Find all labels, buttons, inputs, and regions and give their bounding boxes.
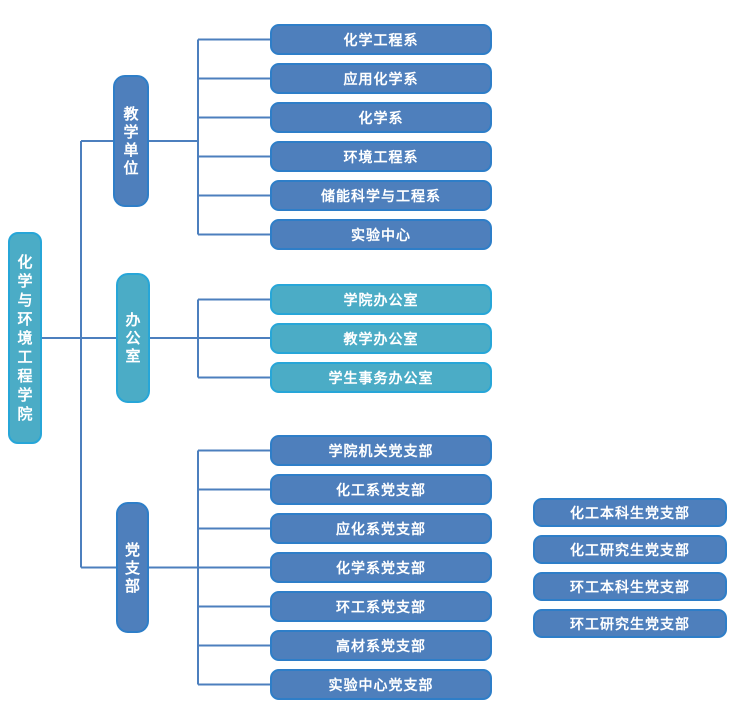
org-node-office: 学院办公室	[270, 284, 492, 315]
org-node-label: 实验中心	[351, 227, 411, 244]
org-node-office: 学生事务办公室	[270, 362, 492, 393]
org-node-office: 教学办公室	[270, 323, 492, 354]
org-node-label: 环境工程系	[343, 149, 419, 166]
org-node-branch-party: 党支部	[116, 502, 149, 633]
org-node-label: 化学系党支部	[336, 560, 426, 577]
org-node-label: 应用化学系	[343, 71, 419, 88]
org-node-party: 环工系党支部	[270, 591, 492, 622]
org-node-branch-offices: 办公室	[116, 273, 150, 403]
org-node-dept: 储能科学与工程系	[270, 180, 492, 211]
org-node-dept: 实验中心	[270, 219, 492, 250]
org-node-label: 学生事务办公室	[328, 370, 434, 387]
org-node-party: 实验中心党支部	[270, 669, 492, 700]
org-node-label: 办公室	[125, 311, 141, 365]
org-node-dept: 环境工程系	[270, 141, 492, 172]
org-node-label: 教学办公室	[343, 331, 419, 348]
org-node-branch-teaching: 教学单位	[113, 75, 149, 207]
org-node-dept: 化学工程系	[270, 24, 492, 55]
org-node-label: 化学与环境工程学院	[17, 252, 33, 423]
org-node-party: 应化系党支部	[270, 513, 492, 544]
org-node-label: 环工本科生党支部	[570, 579, 690, 596]
org-node-label: 应化系党支部	[336, 521, 426, 538]
org-node-label: 化工研究生党支部	[570, 542, 690, 559]
org-node-student-party: 化工研究生党支部	[533, 535, 727, 564]
org-node-label: 化学系	[358, 110, 404, 127]
org-node-label: 学院办公室	[343, 292, 419, 309]
org-node-label: 储能科学与工程系	[321, 188, 441, 205]
org-node-party: 化学系党支部	[270, 552, 492, 583]
org-node-dept: 应用化学系	[270, 63, 492, 94]
org-node-label: 化学工程系	[343, 32, 419, 49]
org-node-root: 化学与环境工程学院	[8, 232, 42, 444]
org-node-student-party: 环工研究生党支部	[533, 609, 727, 638]
org-node-label: 教学单位	[123, 105, 139, 177]
org-node-party: 高材系党支部	[270, 630, 492, 661]
org-node-student-party: 环工本科生党支部	[533, 572, 727, 601]
org-node-label: 学院机关党支部	[328, 443, 434, 460]
org-node-label: 化工本科生党支部	[570, 505, 690, 522]
org-node-label: 高材系党支部	[336, 638, 426, 655]
org-node-label: 党支部	[124, 540, 140, 595]
org-node-student-party: 化工本科生党支部	[533, 498, 727, 527]
org-node-label: 环工系党支部	[336, 599, 426, 616]
org-node-label: 化工系党支部	[336, 482, 426, 499]
org-node-dept: 化学系	[270, 102, 492, 133]
org-node-label: 实验中心党支部	[328, 677, 434, 694]
org-node-party: 化工系党支部	[270, 474, 492, 505]
org-node-party: 学院机关党支部	[270, 435, 492, 466]
org-node-label: 环工研究生党支部	[570, 616, 690, 633]
